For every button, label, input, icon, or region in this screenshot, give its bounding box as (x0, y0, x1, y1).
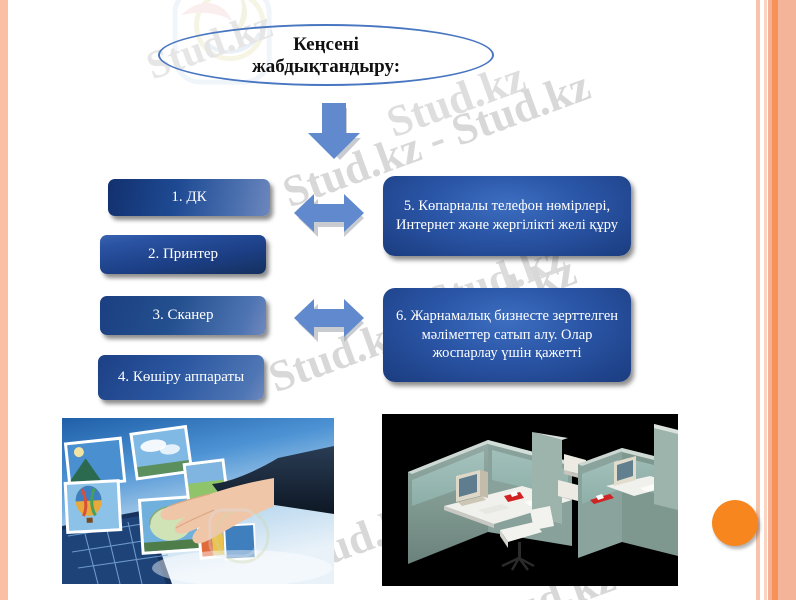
page-title-line-2: жабдықтандыру: (251, 56, 401, 77)
item-box-6[interactable]: 6. Жарнамалық бизнесте зерттелген мәліме… (383, 288, 631, 382)
accent-circle (712, 500, 758, 546)
item-box-1[interactable]: 1. ДК (108, 179, 270, 216)
item-box-2[interactable]: 2. Принтер (100, 235, 266, 274)
arrow-left-right-icon (294, 299, 364, 342)
photo-office-cubicles (382, 414, 678, 586)
page-title: Кеңсені жабдықтандыру: (158, 28, 494, 84)
left-edge-stripe (0, 0, 8, 600)
page-title-line-1: Кеңсені (293, 33, 359, 55)
item-box-4[interactable]: 4. Көшіру аппараты (98, 355, 264, 400)
item-box-3[interactable]: 3. Сканер (100, 296, 266, 335)
right-edge-stripe-4 (772, 0, 778, 600)
photo-touchscreen (62, 418, 334, 584)
right-edge-stripe-5 (778, 0, 796, 600)
arrow-down-icon (308, 103, 361, 160)
right-edge-stripe-2 (764, 0, 767, 600)
right-edge-stripe-3 (768, 0, 772, 600)
item-box-5[interactable]: 5. Көпарналы телефон нөмірлері, Интернет… (383, 176, 631, 256)
title-ellipse-shape (158, 24, 494, 86)
right-edge-stripe-1 (756, 0, 760, 600)
arrow-left-right-icon (294, 194, 364, 237)
